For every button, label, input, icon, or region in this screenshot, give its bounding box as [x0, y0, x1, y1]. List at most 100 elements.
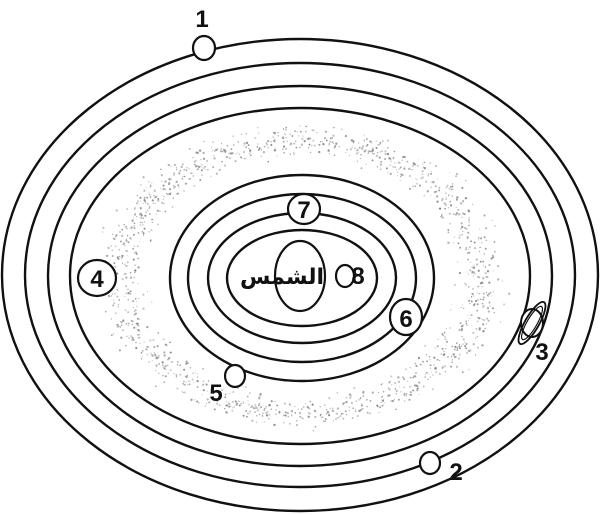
asteroid-dot [432, 181, 434, 183]
asteroid-dot [132, 339, 134, 341]
asteroid-dot [461, 336, 462, 337]
asteroid-dot [398, 381, 400, 383]
asteroid-dot [272, 136, 274, 138]
asteroid-dot [223, 388, 224, 389]
asteroid-dot [365, 164, 366, 165]
asteroid-dot [233, 145, 234, 146]
asteroid-dot [445, 348, 446, 349]
asteroid-dot [477, 303, 479, 305]
asteroid-dot [149, 192, 150, 193]
asteroid-dot [468, 221, 470, 223]
asteroid-dot [144, 228, 146, 230]
asteroid-dot [448, 195, 449, 196]
asteroid-dot [165, 375, 167, 377]
asteroid-dot [464, 282, 465, 283]
asteroid-dot [482, 303, 484, 305]
asteroid-dot [144, 215, 146, 217]
asteroid-dot [143, 203, 144, 204]
asteroid-dot [444, 332, 446, 334]
asteroid-dot [346, 414, 347, 415]
asteroid-dot [133, 277, 135, 279]
asteroid-dot [402, 376, 404, 378]
asteroid-dot [471, 300, 473, 302]
asteroid-dot [445, 345, 446, 346]
asteroid-dot [440, 216, 442, 218]
asteroid-dot [153, 195, 154, 196]
asteroid-dot [445, 193, 446, 194]
asteroid-dot [299, 416, 301, 418]
asteroid-dot [349, 155, 350, 156]
asteroid-dot [392, 166, 394, 168]
asteroid-dot [483, 253, 485, 255]
asteroid-dot [196, 380, 198, 382]
asteroid-dot [460, 202, 462, 204]
asteroid-dot [362, 145, 364, 147]
asteroid-dot [190, 367, 192, 369]
asteroid-dot [238, 152, 239, 153]
asteroid-dot [291, 410, 293, 412]
asteroid-dot [277, 132, 278, 133]
asteroid-dot [117, 306, 119, 308]
asteroid-dot [240, 403, 242, 405]
asteroid-dot [140, 224, 142, 226]
asteroid-dot [364, 134, 365, 135]
asteroid-dot [494, 251, 496, 253]
asteroid-dot [410, 391, 412, 393]
asteroid-dot [195, 152, 197, 154]
asteroid-dot [445, 338, 447, 340]
asteroid-dot [503, 303, 505, 305]
asteroid-dot [309, 144, 311, 146]
asteroid-dot [389, 388, 391, 390]
asteroid-dot [426, 354, 427, 355]
asteroid-dot [321, 417, 322, 418]
asteroid-dot [477, 347, 479, 349]
asteroid-dot [136, 216, 137, 217]
asteroid-dot [127, 255, 128, 256]
asteroid-dot [166, 344, 168, 346]
asteroid-dot [467, 297, 468, 298]
asteroid-dot [380, 161, 382, 163]
asteroid-dot [472, 332, 474, 334]
asteroid-dot [261, 149, 263, 151]
asteroid-dot [155, 357, 157, 359]
marker-1: 1 [195, 6, 208, 33]
asteroid-dot [121, 235, 123, 237]
asteroid-dot [312, 404, 314, 406]
asteroid-dot [332, 137, 333, 138]
marker-3: 3 [535, 339, 548, 366]
asteroid-dot [131, 227, 133, 229]
asteroid-dot [190, 399, 192, 401]
asteroid-dot [243, 142, 245, 144]
asteroid-dot [456, 196, 458, 198]
asteroid-dot [430, 173, 432, 175]
asteroid-dot [139, 197, 141, 199]
asteroid-dot [171, 179, 172, 180]
asteroid-dot [422, 176, 424, 178]
sun-label: الشمس [240, 265, 324, 290]
asteroid-dot [141, 352, 143, 354]
asteroid-dot [363, 395, 365, 397]
asteroid-dot [412, 169, 414, 171]
asteroid-dot [345, 401, 347, 403]
asteroid-dot [232, 391, 234, 393]
asteroid-dot [470, 314, 472, 316]
asteroid-dot [460, 228, 462, 230]
asteroid-dot [305, 126, 307, 128]
asteroid-dot [124, 264, 125, 265]
asteroid-dot [247, 413, 248, 414]
asteroid-dot [137, 245, 139, 247]
asteroid-dot [176, 169, 177, 170]
asteroid-dot [136, 202, 138, 204]
asteroid-dot [341, 128, 343, 130]
asteroid-dot [500, 321, 501, 322]
asteroid-dot [381, 402, 382, 403]
asteroid-dot [256, 421, 257, 422]
asteroid-dot [362, 392, 364, 394]
asteroid-dot [482, 277, 483, 278]
asteroid-dot [466, 247, 468, 249]
asteroid-dot [218, 170, 219, 171]
asteroid-dot [125, 226, 127, 228]
asteroid-dot [497, 278, 499, 280]
asteroid-dot [409, 394, 411, 396]
asteroid-dot [372, 159, 374, 161]
